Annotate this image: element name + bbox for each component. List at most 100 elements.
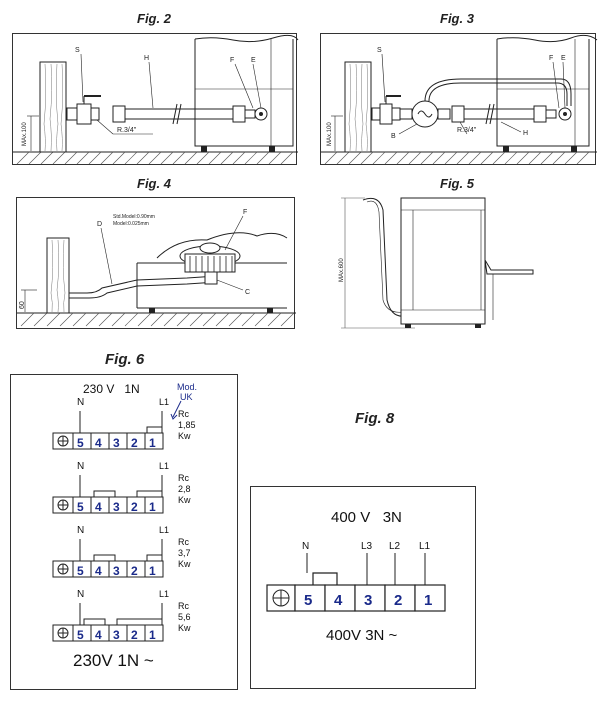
fig3-panel: MAx.100 S B R.3/4" H xyxy=(320,33,598,165)
fig2-panel: MAx.100 S R.3/4" H F E xyxy=(12,33,299,165)
fig6-n-label: N xyxy=(77,525,85,536)
fig6-unit-label: Kw xyxy=(178,495,191,505)
terminal-1: 1 xyxy=(424,592,432,609)
fig3-b-label: B xyxy=(391,133,396,140)
fig8-l2-label: L2 xyxy=(389,541,401,552)
fig4-drawing: 60 D Std.Model:0.90mm Model:0.025mm F C xyxy=(17,209,296,327)
terminal-2: 2 xyxy=(394,592,402,609)
fig6-power-label: 2,8 xyxy=(178,484,191,494)
fig6-header: 230 V 1N xyxy=(83,382,140,396)
fig3-thread-label: R.3/4" xyxy=(457,127,477,134)
fig4-note2: Model:0.025mm xyxy=(113,221,149,227)
terminal-3: 3 xyxy=(113,564,120,578)
fig6-rc-label: Rc xyxy=(178,473,189,483)
fig6-uk-label: UK xyxy=(180,392,193,402)
terminal-5: 5 xyxy=(77,436,84,450)
fig4-dim-label: 60 xyxy=(19,301,26,309)
fig2-max-label: MAx.100 xyxy=(22,122,28,146)
fig2-drawing: MAx.100 S R.3/4" H F E xyxy=(13,34,299,165)
fig6-terminal-strip-4: 5 4 3 2 1 xyxy=(52,603,164,642)
terminal-5: 5 xyxy=(77,628,84,642)
terminal-1: 1 xyxy=(149,628,156,642)
fig6-terminal-strip-1: 5 4 3 2 1 xyxy=(52,411,164,450)
fig8-n-label: N xyxy=(302,541,309,552)
terminal-5: 5 xyxy=(77,564,84,578)
fig2-title: Fig. 2 xyxy=(137,11,171,26)
terminal-4: 4 xyxy=(95,564,102,578)
fig6-l1-label: L1 xyxy=(159,397,170,407)
fig4-f-label: F xyxy=(243,209,247,216)
fig5-drawing: MAx.600 xyxy=(339,197,534,329)
fig6-power-label: 1,85 xyxy=(178,420,196,430)
fig2-e-label: E xyxy=(251,57,256,64)
terminal-3: 3 xyxy=(113,436,120,450)
fig6-n-label: N xyxy=(77,461,85,472)
terminal-2: 2 xyxy=(131,628,138,642)
fig6-mod-label: Mod. xyxy=(177,382,198,392)
fig6-rc-label: Rc xyxy=(178,537,189,547)
fig8-l3-label: L3 xyxy=(361,541,373,552)
fig6-block-4: N L1 5 4 3 2 1 Rc 5,6 Kw xyxy=(11,589,239,649)
fig6-title: Fig. 6 xyxy=(105,351,145,368)
fig6-l1-label: L1 xyxy=(159,589,170,599)
fig6-panel: 230 V 1N Mod. UK N L1 5 4 3 2 1 Rc 1,85 … xyxy=(10,374,238,690)
fig6-l1-label: L1 xyxy=(159,461,170,471)
terminal-4: 4 xyxy=(334,592,343,609)
fig4-panel: 60 D Std.Model:0.90mm Model:0.025mm F C xyxy=(16,197,296,329)
terminal-2: 2 xyxy=(131,436,138,450)
terminal-4: 4 xyxy=(95,500,102,514)
fig2-s-label: S xyxy=(75,47,80,54)
fig6-unit-label: Kw xyxy=(178,623,191,633)
fig6-footer: 230V 1N ~ xyxy=(73,651,154,670)
terminal-2: 2 xyxy=(131,564,138,578)
fig6-terminal-strip-2: 5 4 3 2 1 xyxy=(52,475,164,514)
fig4-d-label: D xyxy=(97,221,102,228)
terminal-2: 2 xyxy=(131,500,138,514)
fig3-title: Fig. 3 xyxy=(440,11,474,26)
fig8-l1-label: L1 xyxy=(419,541,431,552)
fig6-block-3: N L1 5 4 3 2 1 Rc 3,7 Kw xyxy=(11,525,239,585)
fig6-rc-label: Rc xyxy=(178,601,189,611)
fig6-l1-label: L1 xyxy=(159,525,170,535)
fig2-h-label: H xyxy=(144,55,149,62)
fig6-n-label: N xyxy=(77,589,85,600)
fig8-footer: 400V 3N ~ xyxy=(326,627,398,644)
terminal-1: 1 xyxy=(149,436,156,450)
fig6-unit-label: Kw xyxy=(178,559,191,569)
fig8-header: 400 V 3N xyxy=(331,509,402,526)
fig8-panel: 400 V 3N N L3 L2 L1 5 4 3 2 1 400V 3N ~ xyxy=(250,486,476,689)
fig6-block-1: N L1 5 4 3 2 1 Rc 1,85 Kw xyxy=(11,397,239,457)
fig6-block-2: N L1 5 4 3 2 1 Rc 2,8 Kw xyxy=(11,461,239,521)
fig4-note1: Std.Model:0.90mm xyxy=(113,214,155,220)
terminal-3: 3 xyxy=(113,500,120,514)
fig2-f-label: F xyxy=(230,57,234,64)
fig5-title: Fig. 5 xyxy=(440,176,474,191)
fig4-title: Fig. 4 xyxy=(137,176,171,191)
terminal-3: 3 xyxy=(364,592,372,609)
terminal-1: 1 xyxy=(149,564,156,578)
fig8-terminal-block: N L3 L2 L1 5 4 3 2 1 xyxy=(266,541,446,612)
terminal-5: 5 xyxy=(77,500,84,514)
terminal-5: 5 xyxy=(304,592,312,609)
fig6-uk-arrow xyxy=(170,400,182,420)
fig6-n-label: N xyxy=(77,397,85,408)
fig3-e-label: E xyxy=(561,55,566,62)
fig6-unit-label: Kw xyxy=(178,431,191,441)
terminal-4: 4 xyxy=(95,436,102,450)
fig3-drawing: MAx.100 S B R.3/4" H xyxy=(321,34,598,165)
fig8-title: Fig. 8 xyxy=(355,410,395,427)
fig6-terminal-strip-3: 5 4 3 2 1 xyxy=(52,539,164,578)
fig3-h-label: H xyxy=(523,130,528,137)
fig6-rc-label: Rc xyxy=(178,409,189,419)
fig3-f-label: F xyxy=(549,55,553,62)
fig6-power-label: 5,6 xyxy=(178,612,191,622)
terminal-3: 3 xyxy=(113,628,120,642)
fig4-c-label: C xyxy=(245,289,250,296)
fig3-s-label: S xyxy=(377,47,382,54)
fig3-max-label: MAx.100 xyxy=(327,122,333,146)
fig2-thread-label: R.3/4" xyxy=(117,127,137,134)
terminal-4: 4 xyxy=(95,628,102,642)
terminal-1: 1 xyxy=(149,500,156,514)
fig5-max-label: MAx.600 xyxy=(339,258,345,282)
fig6-power-label: 3,7 xyxy=(178,548,191,558)
